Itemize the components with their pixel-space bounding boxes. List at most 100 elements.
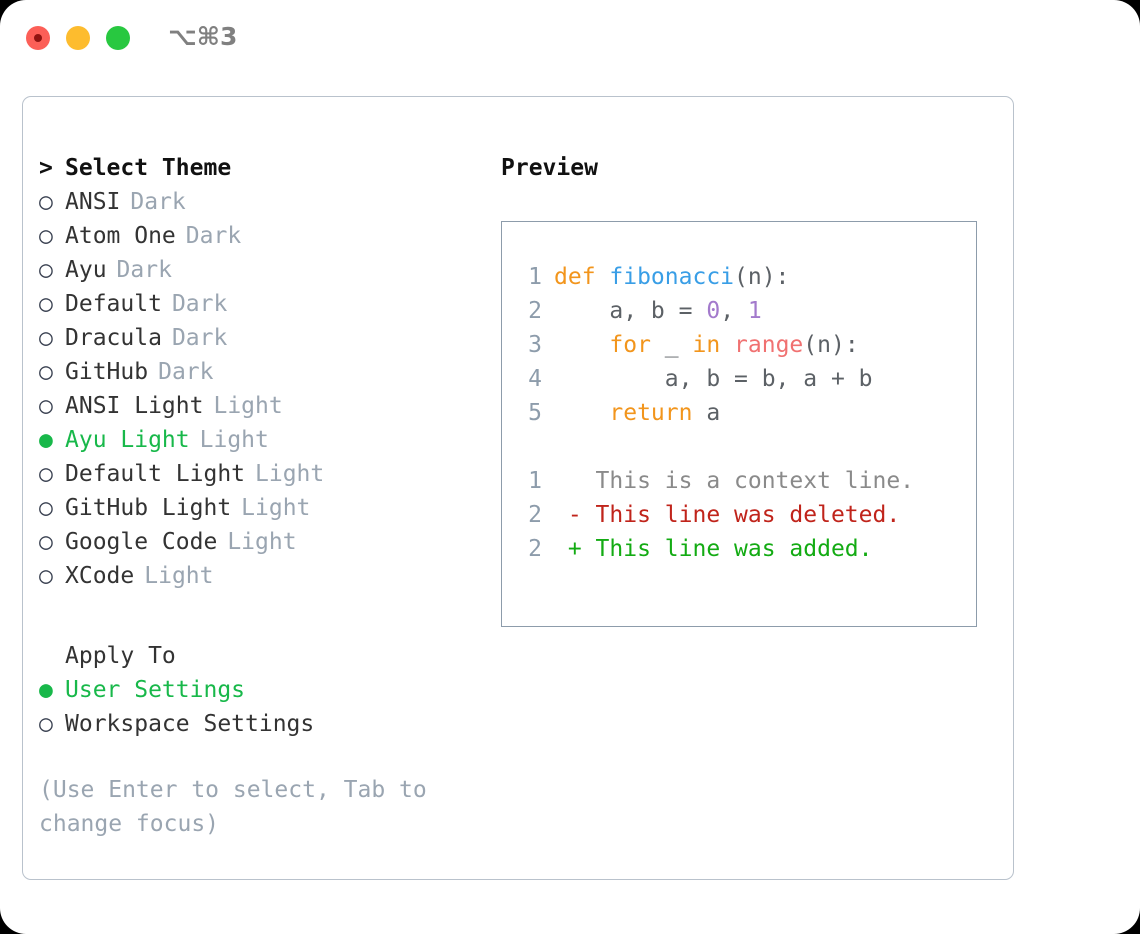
line-number: 3: [528, 332, 542, 358]
theme-item-label: Ayu Light: [65, 427, 190, 453]
theme-item-variant-tag: Light: [144, 563, 214, 589]
line-number: 2: [528, 298, 542, 324]
theme-item[interactable]: ○ Atom One Dark: [39, 219, 479, 253]
radio-unselected-icon[interactable]: ○: [39, 495, 53, 521]
radio-unselected-icon[interactable]: ○: [39, 257, 53, 283]
theme-item-label: Dracula: [65, 325, 162, 351]
theme-item-label: GitHub: [65, 359, 149, 385]
title-bar: ⌥⌘3: [0, 0, 1140, 76]
theme-item[interactable]: ● Ayu Light Light: [39, 423, 479, 457]
radio-unselected-icon[interactable]: ○: [39, 223, 53, 249]
theme-item-variant-tag: Light: [227, 529, 297, 555]
line-number: 1: [528, 264, 542, 290]
theme-item-label: Default: [65, 291, 162, 317]
radio-unselected-icon[interactable]: ○: [39, 563, 53, 589]
theme-item-variant-tag: Dark: [130, 189, 186, 215]
radio-unselected-icon[interactable]: ○: [39, 529, 53, 555]
code-token: a, b =: [554, 298, 707, 324]
code-token: a, b = b, a + b: [554, 366, 873, 392]
code-token: [554, 400, 609, 426]
theme-item-label: Ayu: [65, 257, 107, 283]
section-spacer: [39, 593, 479, 639]
code-token: 0: [706, 298, 721, 324]
radio-unselected-icon[interactable]: ○: [39, 291, 53, 317]
theme-item[interactable]: ○ Google Code Light: [39, 525, 479, 559]
diff-sign: +: [554, 536, 596, 562]
theme-item[interactable]: ○ GitHub Dark: [39, 355, 479, 389]
theme-item[interactable]: ○ ANSI Dark: [39, 185, 479, 219]
theme-item-label: ANSI: [65, 189, 121, 215]
theme-item-variant-tag: Light: [255, 461, 325, 487]
theme-item-variant-tag: Light: [199, 427, 269, 453]
theme-item[interactable]: ○ Dracula Dark: [39, 321, 479, 355]
code-line: 2 a, b = 0, 1: [516, 294, 914, 328]
radio-unselected-icon[interactable]: ○: [39, 393, 53, 419]
theme-item-label: Default Light: [65, 461, 246, 487]
code-token: [554, 332, 609, 358]
theme-item-label: Atom One: [65, 223, 176, 249]
line-number: 5: [528, 400, 542, 426]
theme-item-variant-tag: Dark: [171, 325, 228, 351]
code-line: 4 a, b = b, a + b: [516, 362, 914, 396]
theme-item-label: ANSI Light: [65, 393, 204, 419]
radio-unselected-icon[interactable]: ○: [39, 461, 53, 487]
apply-to-item[interactable]: ○ Workspace Settings: [39, 707, 479, 741]
diff-line: 2 + This line was added.: [516, 532, 914, 566]
maximize-button[interactable]: [106, 26, 130, 50]
diff-line: 2 - This line was deleted.: [516, 498, 914, 532]
theme-item-variant-tag: Dark: [158, 359, 214, 385]
apply-to-item-label: Workspace Settings: [65, 711, 315, 737]
code-token: ,: [720, 298, 748, 324]
radio-unselected-icon[interactable]: ○: [39, 359, 53, 385]
radio-selected-icon[interactable]: ●: [39, 427, 53, 453]
diff-text: This line was deleted.: [595, 502, 901, 528]
window-controls: [26, 26, 130, 50]
apply-to-header-label: Apply To: [65, 643, 176, 669]
code-token: _: [650, 332, 693, 358]
diff-text: This line was added.: [595, 536, 873, 562]
apply-to-list: ● User Settings ○ Workspace Settings: [39, 673, 479, 741]
radio-unselected-icon[interactable]: ○: [39, 711, 53, 737]
diff-line: 1 This is a context line.: [516, 464, 914, 498]
apply-to-header: Apply To: [39, 639, 479, 673]
diff-sign: -: [554, 502, 596, 528]
radio-selected-icon[interactable]: ●: [39, 677, 53, 703]
code-token: a: [692, 400, 721, 426]
code-token: return: [609, 400, 693, 426]
select-theme-header: > Select Theme: [39, 151, 479, 185]
code-token: for: [609, 332, 651, 358]
code-token: (n):: [803, 332, 859, 358]
close-button[interactable]: [26, 26, 50, 50]
radio-unselected-icon[interactable]: ○: [39, 189, 53, 215]
keyboard-hint-text: (Use Enter to select, Tab to change focu…: [39, 777, 427, 837]
apply-to-item-label: User Settings: [65, 677, 246, 703]
minimize-button[interactable]: [66, 26, 90, 50]
focus-caret-icon: >: [39, 155, 53, 181]
theme-item-label: Google Code: [65, 529, 218, 555]
theme-item-variant-tag: Light: [241, 495, 311, 521]
theme-item-variant-tag: Dark: [185, 223, 242, 249]
line-number: 4: [528, 366, 542, 392]
select-theme-header-label: Select Theme: [65, 155, 232, 181]
diff-text: This is a context line.: [595, 468, 915, 494]
apply-to-item[interactable]: ● User Settings: [39, 673, 479, 707]
radio-unselected-icon[interactable]: ○: [39, 325, 53, 351]
keyboard-shortcut-label: ⌥⌘3: [168, 22, 238, 51]
theme-item[interactable]: ○ Default Light Light: [39, 457, 479, 491]
code-line: 5 return a: [516, 396, 914, 430]
preview-title: Preview: [501, 155, 598, 181]
code-token: range: [734, 332, 804, 358]
code-token: (n):: [734, 264, 790, 290]
